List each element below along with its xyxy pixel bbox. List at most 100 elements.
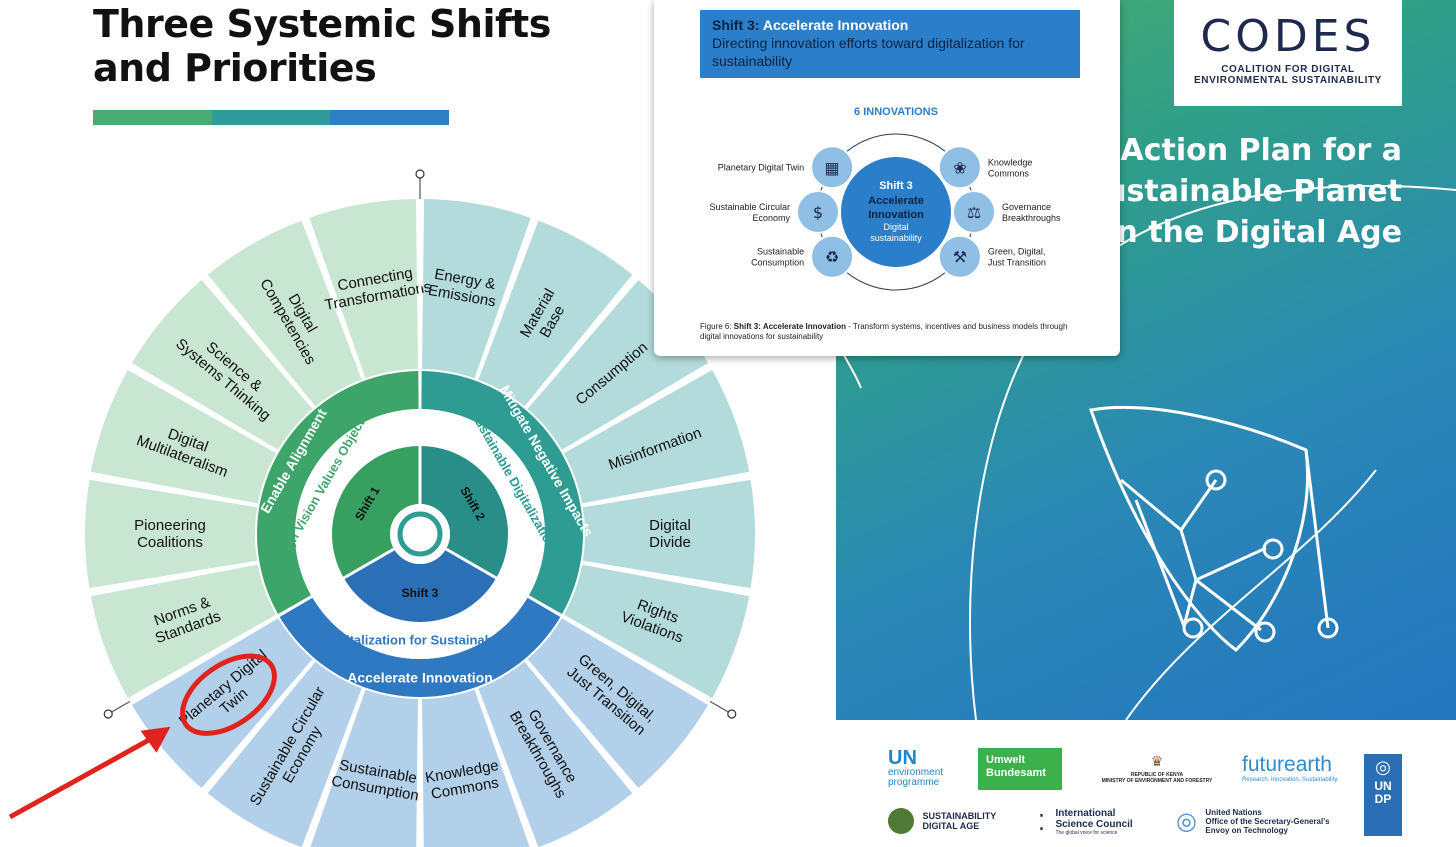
cover-title-line-1: Action Plan for a xyxy=(1120,133,1403,168)
un-tech-line-3: Envoy on Technology xyxy=(1205,826,1288,835)
circuit-line-1 xyxy=(1120,478,1198,627)
core-shift3-label: Shift 3 xyxy=(402,586,439,600)
umwelt-logo-line-2: Bundesamt xyxy=(986,767,1046,779)
figure-header-subtitle: Directing innovation efforts toward digi… xyxy=(712,35,1025,69)
futurearth-tagline: Research. Innovation. Sustainability. xyxy=(1242,777,1339,783)
undp-logo: ◎ UNDP xyxy=(1364,754,1402,836)
priority-segment-7 xyxy=(422,199,531,379)
umwelt-bundesamt-logo: Umwelt Bundesamt xyxy=(978,748,1062,790)
shift3-outer-band xyxy=(279,597,561,697)
shift2-core xyxy=(420,446,509,578)
hub-line-5: sustainability xyxy=(870,233,922,243)
innovation-node-1 xyxy=(810,145,855,190)
center-ring-icon xyxy=(397,511,443,557)
codes-logo-subtitle-2: ENVIRONMENTAL SUSTAINABILITY xyxy=(1194,75,1382,86)
shift1-core xyxy=(331,446,420,578)
hub-line-3: Innovation xyxy=(868,209,924,221)
divider-line-left-endpoint xyxy=(103,709,113,719)
unep-logo-line-2: environment xyxy=(888,767,944,778)
sda-logo-line-2: DIGITAL AGE xyxy=(922,821,980,831)
innovation-node-5 xyxy=(810,234,855,279)
wheel-segments xyxy=(84,199,756,847)
priority-segment-15 xyxy=(422,689,530,847)
title-bar-segment-3 xyxy=(330,110,449,125)
title-bar-segment-2 xyxy=(212,110,330,125)
kenya-coat-of-arms-icon: ♛ xyxy=(1150,753,1164,769)
priority-segment-17 xyxy=(207,661,362,847)
innovations-title: 6 INNOVATIONS xyxy=(854,106,938,118)
undp-logo-text: UNDP xyxy=(1374,779,1392,806)
unep-logo-line-3: programme xyxy=(888,777,940,788)
divider-line-right-white xyxy=(445,547,733,716)
title-color-bar xyxy=(93,110,449,125)
leaf-icon xyxy=(1089,405,1310,652)
unep-logo: UN environment programme xyxy=(888,748,943,788)
circuit-line-6 xyxy=(1304,449,1330,629)
innovation-node-3 xyxy=(796,190,840,234)
priority-segment-5 xyxy=(84,479,258,589)
divider-line-right-endpoint xyxy=(727,709,737,719)
caption-bold: Shift 3: Accelerate Innovation xyxy=(733,322,846,331)
priority-segment-4 xyxy=(90,370,277,504)
caption-prefix: Figure 6: xyxy=(700,322,734,331)
un-tech-envoy-logo: ◎ United Nations Office of the Secretary… xyxy=(1176,808,1330,835)
hammer-plant-icon: ⚒ xyxy=(953,248,967,267)
isc-logo-line-1: International xyxy=(1055,808,1116,819)
divider-line-left-white xyxy=(107,547,395,716)
figure-header-name: Accelerate Innovation xyxy=(762,17,909,33)
shifts-wheel-diagram: ConnectingTransformationsDigitalCompeten… xyxy=(8,169,756,847)
circuit-line-4 xyxy=(1195,578,1262,632)
cover-title: Action Plan for a Sustainable Planet in … xyxy=(1062,130,1402,253)
circuit-node-3 xyxy=(1182,617,1204,639)
partner-logos: UN environment programme Umwelt Bundesam… xyxy=(836,720,1456,847)
isc-logo: ⁚ International Science Council The glob… xyxy=(1038,808,1133,837)
brain-icon: ❀ xyxy=(953,158,966,177)
divider-line-top-endpoint xyxy=(415,169,425,179)
sustainability-digital-age-logo: SUSTAINABILITY DIGITAL AGE xyxy=(888,808,996,834)
futurearth-logo: futurearth Research. Innovation. Sustain… xyxy=(1242,754,1339,784)
innovation-label-1: Planetary Digital Twin xyxy=(718,162,804,172)
innovation-node-2 xyxy=(937,145,982,190)
leaf-lower-curve xyxy=(1125,469,1377,720)
codes-logo-box: CODES COALITION FOR DIGITAL ENVIRONMENTA… xyxy=(1174,0,1402,106)
priority-segment-6 xyxy=(90,564,277,698)
figure-header-shift: Shift 3: xyxy=(712,17,760,33)
isc-logo-line-2: Science Council xyxy=(1055,819,1133,830)
recycle-icon: ♻ xyxy=(825,248,839,267)
hub-line-4: Digital xyxy=(883,222,908,232)
page-title: Three Systemic Shifts and Priorities xyxy=(93,2,551,90)
kenya-logo-line-1: REPUBLIC OF KENYA xyxy=(1130,772,1184,778)
priority-segment-11 xyxy=(582,479,756,589)
figure-caption: Figure 6: Shift 3: Accelerate Innovation… xyxy=(700,322,1090,342)
isc-logo-line-3: The global voice for science xyxy=(1055,830,1118,836)
priority-segment-10 xyxy=(563,370,750,504)
caption-rest: - Transform systems, incentives and busi… xyxy=(700,322,1068,341)
cover-title-line-3: in the Digital Age xyxy=(1106,215,1402,250)
shift1-outer-band xyxy=(257,371,419,615)
circuit-line-3 xyxy=(1195,546,1267,582)
ring-shift3-label: Digitalization for Sustainability xyxy=(325,632,516,647)
hub-line-2: Accelerate xyxy=(868,195,924,207)
innovation-node-6 xyxy=(937,234,982,279)
innovation-label-6: Green, Digital,Just Transition xyxy=(988,247,1046,268)
figure-header-title: Shift 3: Accelerate Innovation xyxy=(712,16,1068,34)
codes-logo-subtitle-1: COALITION FOR DIGITAL xyxy=(1221,64,1355,75)
hub-line-1: Shift 3 xyxy=(879,180,913,192)
umwelt-logo-line-1: Umwelt xyxy=(986,754,1026,766)
priority-segment-16 xyxy=(310,689,418,847)
priority-segment-14 xyxy=(478,661,633,847)
priority-segment-1 xyxy=(309,199,418,379)
red-arrow-shaft xyxy=(8,732,160,820)
circuit-node-4 xyxy=(1254,621,1276,643)
un-emblem-small-icon: ◎ xyxy=(1176,807,1197,835)
circuit-node-5 xyxy=(1317,617,1339,639)
outer-shift3-label: Accelerate Innovation xyxy=(347,670,493,686)
priority-segment-12 xyxy=(563,564,750,698)
